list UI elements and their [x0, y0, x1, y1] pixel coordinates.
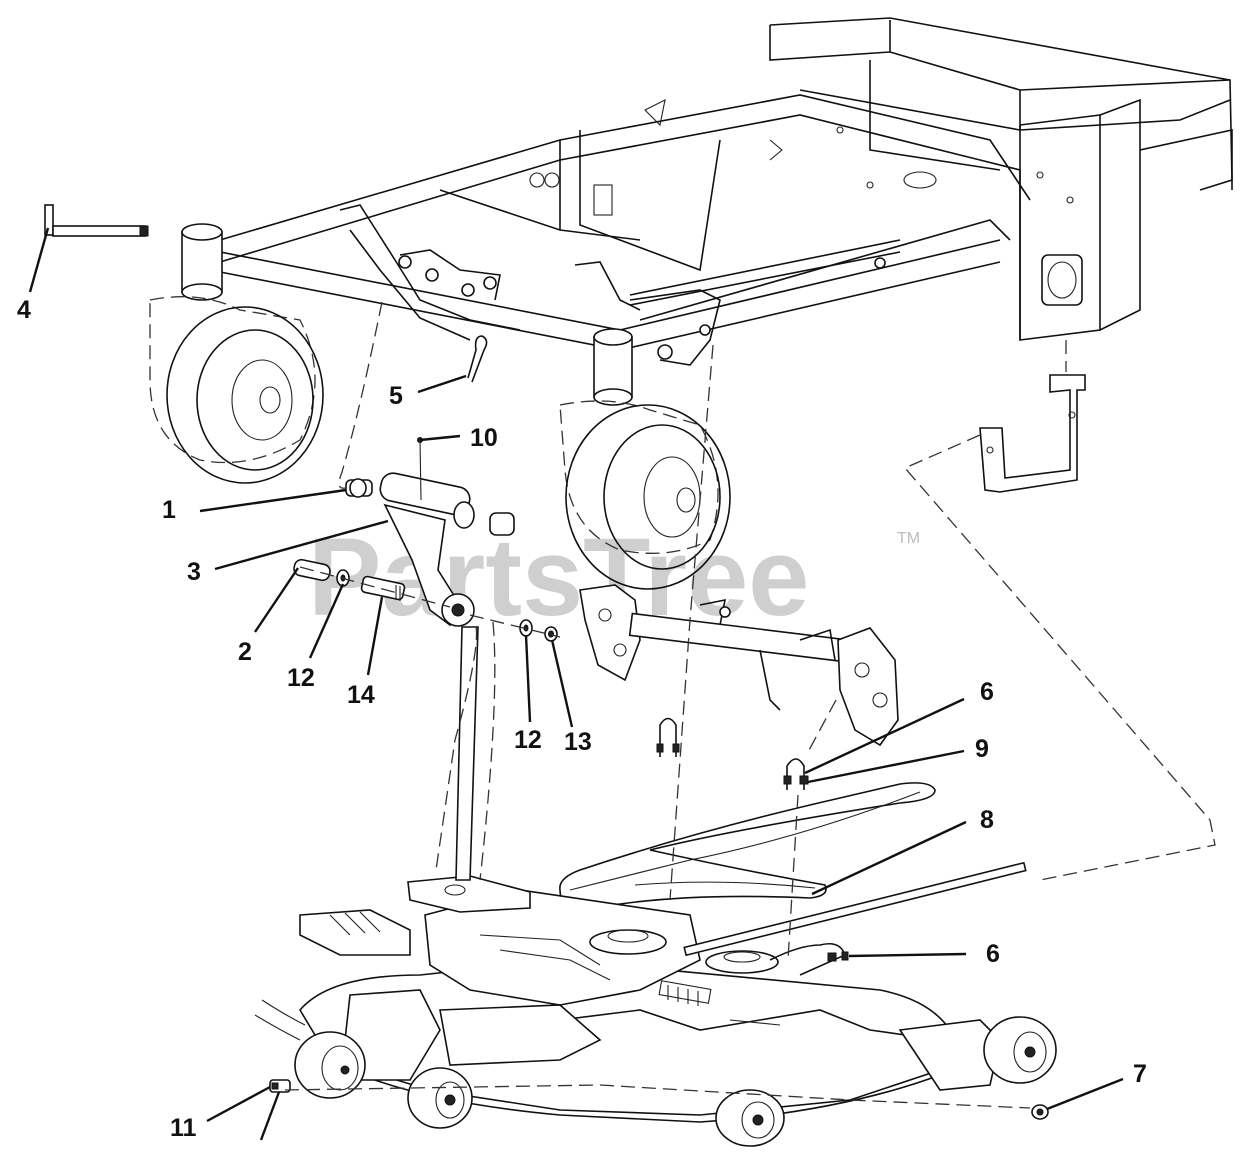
- leader-5: [417, 374, 467, 394]
- callout-13: 13: [564, 728, 592, 756]
- leader-11a: [206, 1085, 271, 1123]
- leader-8: [811, 820, 967, 896]
- part-3-lift-arm: [379, 437, 475, 627]
- callout-10: 10: [470, 424, 498, 452]
- part-11-bolt: [269, 1079, 291, 1093]
- callout-6-bottom: 6: [986, 940, 1000, 968]
- watermark-text: PartsTree: [308, 516, 809, 639]
- part-9-nut: [799, 775, 809, 785]
- leader-10: [419, 434, 461, 442]
- leader-3: [214, 519, 389, 571]
- left-caster-wheel: [149, 223, 324, 484]
- leader-2: [254, 567, 299, 633]
- leader-9: [807, 749, 965, 784]
- callout-5: 5: [389, 382, 403, 410]
- left-axis-line: [299, 566, 451, 608]
- part-1-bushing: [345, 478, 373, 498]
- callout-3: 3: [187, 558, 201, 586]
- part-7-nut: [1031, 1104, 1049, 1120]
- spare-bushing: [489, 512, 515, 536]
- callout-labels: 4 5 10 1 3 2 12 14 12 13 6 9 8 6 7 11: [17, 296, 1147, 1142]
- leader-12-right: [524, 634, 532, 723]
- callout-1: 1: [162, 496, 176, 524]
- callout-2: 2: [238, 638, 252, 666]
- hanger-bracket: [979, 374, 1086, 493]
- callout-9: 9: [975, 735, 989, 763]
- callout-7: 7: [1133, 1060, 1147, 1088]
- callout-11: 11: [170, 1114, 197, 1142]
- part-13-nut: [544, 626, 558, 642]
- part-8-belt: [559, 782, 936, 909]
- leader-13: [550, 639, 574, 728]
- tractor-frame: [209, 17, 1233, 366]
- leader-lines: [28, 227, 1124, 1141]
- leader-14: [366, 596, 384, 676]
- callout-12-right: 12: [514, 726, 542, 754]
- right-axis-line: [469, 614, 561, 638]
- center-caster-wheel: [559, 328, 731, 590]
- part-6-u-bolt: [783, 758, 805, 790]
- leader-4: [28, 227, 50, 293]
- part-5-hairpin: [467, 335, 488, 383]
- callout-14: 14: [347, 681, 375, 709]
- callout-8: 8: [980, 806, 994, 834]
- leader-12-left: [308, 583, 345, 659]
- callout-6-top: 6: [980, 678, 994, 706]
- watermark-trademark: TM: [897, 530, 920, 547]
- leader-6-top: [804, 697, 965, 775]
- mower-deck: [254, 626, 1057, 1147]
- u-bolt-left: [656, 717, 680, 757]
- callout-12-left: 12: [287, 664, 315, 692]
- leader-7: [1046, 1077, 1124, 1111]
- part-14-spacer: [360, 575, 406, 601]
- part-4-pin: [44, 204, 149, 237]
- callout-4: 4: [17, 296, 31, 324]
- leader-6-bottom: [848, 952, 967, 958]
- assembly-lines: [284, 301, 1216, 1109]
- leader-11b: [259, 1091, 281, 1141]
- watermark: PartsTree TM: [308, 516, 920, 639]
- leader-1: [199, 488, 347, 513]
